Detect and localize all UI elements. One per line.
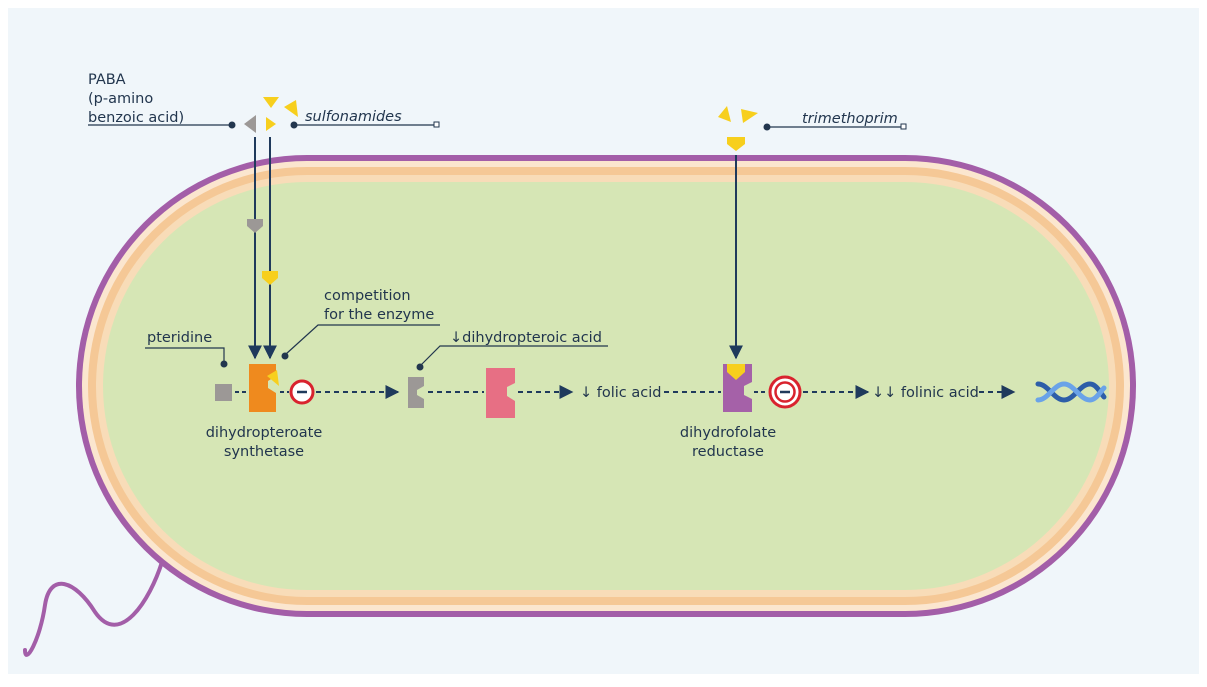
trimethoprim-label: trimethoprim — [802, 111, 898, 127]
trimethoprim-molecule — [727, 137, 745, 151]
competition-leader-line — [285, 324, 440, 355]
trimethoprim-bound — [727, 364, 745, 380]
dihydropteroic-acid-label: ↓dihydropteroic acid — [450, 330, 602, 346]
trimethoprim-molecule — [741, 109, 758, 123]
pteridine-label: pteridine — [147, 330, 212, 346]
paba-molecule — [244, 115, 256, 133]
competition-leader-dot — [281, 352, 289, 360]
competition-label-line1: competition — [324, 288, 411, 304]
sulfonamide-molecule-travelling — [262, 271, 278, 285]
flagellum — [23, 560, 164, 657]
sulfonamides-leader-dot — [290, 121, 298, 129]
dihydropteroic-leader-line — [419, 345, 608, 367]
paba-label-line3: benzoic acid) — [88, 110, 184, 126]
sulfonamide-molecule — [263, 97, 279, 108]
competition-label-line2: for the enzyme — [324, 307, 434, 323]
paba-leader-dot — [228, 121, 236, 129]
folic-acid-label: ↓ folic acid — [580, 385, 661, 401]
pteridine-molecule — [215, 384, 232, 401]
dna-helix-icon — [1035, 381, 1107, 403]
intermediate-enzyme — [486, 368, 515, 418]
pteridine-leader-line — [145, 347, 225, 362]
dihydrofolate-reductase-enzyme — [723, 364, 752, 412]
trimethoprim-leader-dot — [763, 123, 771, 131]
sulfonamide-molecule — [266, 117, 276, 131]
dihydropteroic-leader-dot — [416, 363, 424, 371]
dhfr-label-line2: reductase — [692, 444, 764, 460]
sulfonamide-bound — [267, 370, 279, 386]
sulfonamides-leader-end — [433, 121, 440, 128]
dhps-label-line2: synthetase — [224, 444, 304, 460]
dhps-label-line1: dihydropteroate — [206, 425, 323, 441]
paba-molecule-travelling — [247, 219, 263, 233]
trimethoprim-molecule — [718, 106, 731, 122]
sulfonamides-label: sulfonamides — [305, 109, 402, 125]
paba-label-line1: PABA — [88, 72, 126, 88]
dhfr-label-line1: dihydrofolate — [680, 425, 776, 441]
sulfonamide-molecule — [284, 100, 298, 117]
trimethoprim-leader-end — [900, 123, 907, 130]
dihydropteroic-acid-molecule — [408, 377, 424, 408]
folinic-acid-label: ↓↓ folinic acid — [872, 385, 979, 401]
cytoplasm — [103, 182, 1109, 590]
pteridine-leader-dot — [220, 360, 228, 368]
paba-label-line2: (p-amino — [88, 91, 153, 107]
